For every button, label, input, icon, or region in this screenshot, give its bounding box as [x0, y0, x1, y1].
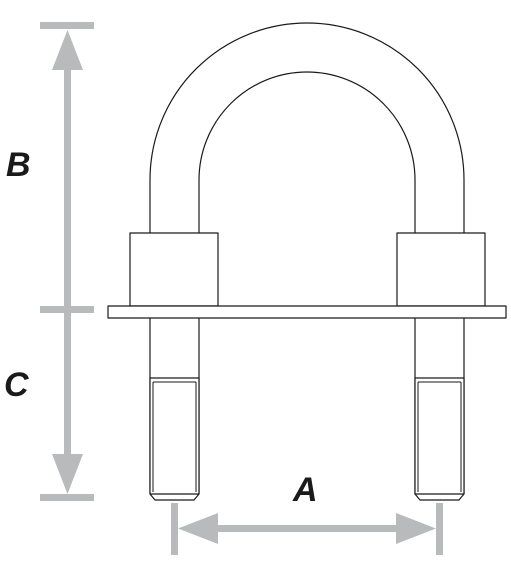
bottom-extension-line: [40, 494, 94, 501]
left-thread: [149, 377, 200, 495]
right-a-extension-line: [436, 503, 443, 555]
left-leg: [149, 318, 200, 501]
u-bend-outer: [149, 22, 465, 233]
mounting-plate: [107, 305, 507, 319]
dimension-a-label: A: [292, 471, 318, 509]
dimension-lines: [40, 22, 443, 555]
right-leg: [414, 318, 465, 501]
u-bolt-icon: [107, 22, 507, 501]
dimension-c-line: [64, 311, 71, 469]
dimension-c-label: C: [4, 366, 29, 404]
u-bend-inner: [198, 71, 416, 233]
arrow-left-icon: [178, 513, 218, 544]
left-nut: [129, 232, 219, 307]
arrow-down-icon: [52, 454, 83, 494]
dimension-a-line: [206, 525, 408, 532]
arrow-up-icon: [52, 30, 83, 70]
right-nut: [396, 232, 486, 307]
middle-extension-line: [40, 306, 94, 313]
top-extension-line: [40, 22, 94, 29]
right-thread: [414, 377, 465, 495]
arrow-right-icon: [396, 513, 436, 544]
left-a-extension-line: [171, 503, 178, 555]
dimension-b-label: B: [6, 146, 31, 184]
dimension-b-line: [64, 58, 71, 308]
